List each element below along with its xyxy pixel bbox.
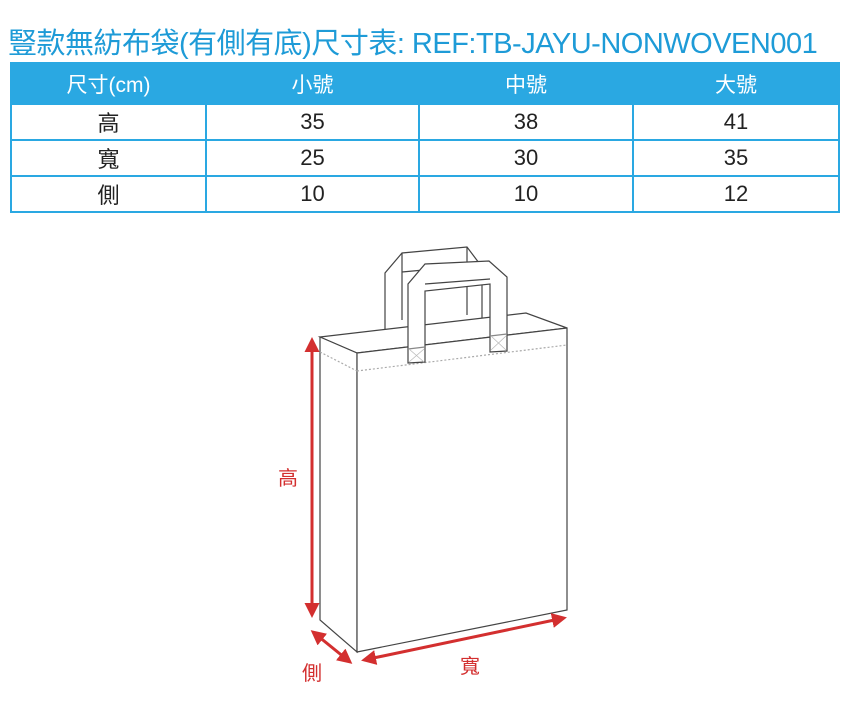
cell: 12 [632, 175, 840, 213]
side-label: 側 [302, 663, 322, 685]
cell: 38 [418, 103, 634, 141]
cell: 25 [205, 139, 420, 177]
cell: 35 [205, 103, 420, 141]
table-row: 高 35 38 41 [10, 103, 840, 141]
bag-outline [317, 246, 568, 654]
header-medium: 中號 [418, 62, 634, 105]
header-small: 小號 [205, 62, 420, 105]
cell: 35 [632, 139, 840, 177]
page-title: 豎款無紡布袋(有側有底)尺寸表: REF:TB-JAYU-NONWOVEN001 [8, 28, 818, 60]
side-arrow [310, 630, 353, 664]
row-label: 高 [10, 103, 207, 141]
table-row: 寬 25 30 35 [10, 139, 840, 177]
table-row: 側 10 10 12 [10, 175, 840, 213]
size-table: 尺寸(cm) 小號 中號 大號 高 35 38 41 寬 25 30 35 側 … [10, 62, 840, 213]
table-header-row: 尺寸(cm) 小號 中號 大號 [10, 62, 840, 105]
row-label: 側 [10, 175, 207, 213]
header-large: 大號 [632, 62, 840, 105]
width-label: 寬 [460, 656, 480, 678]
cell: 10 [418, 175, 634, 213]
header-size: 尺寸(cm) [10, 62, 207, 105]
cell: 10 [205, 175, 420, 213]
row-label: 寬 [10, 139, 207, 177]
width-arrow [361, 613, 567, 665]
height-label: 高 [278, 468, 298, 490]
cell: 30 [418, 139, 634, 177]
cell: 41 [632, 103, 840, 141]
